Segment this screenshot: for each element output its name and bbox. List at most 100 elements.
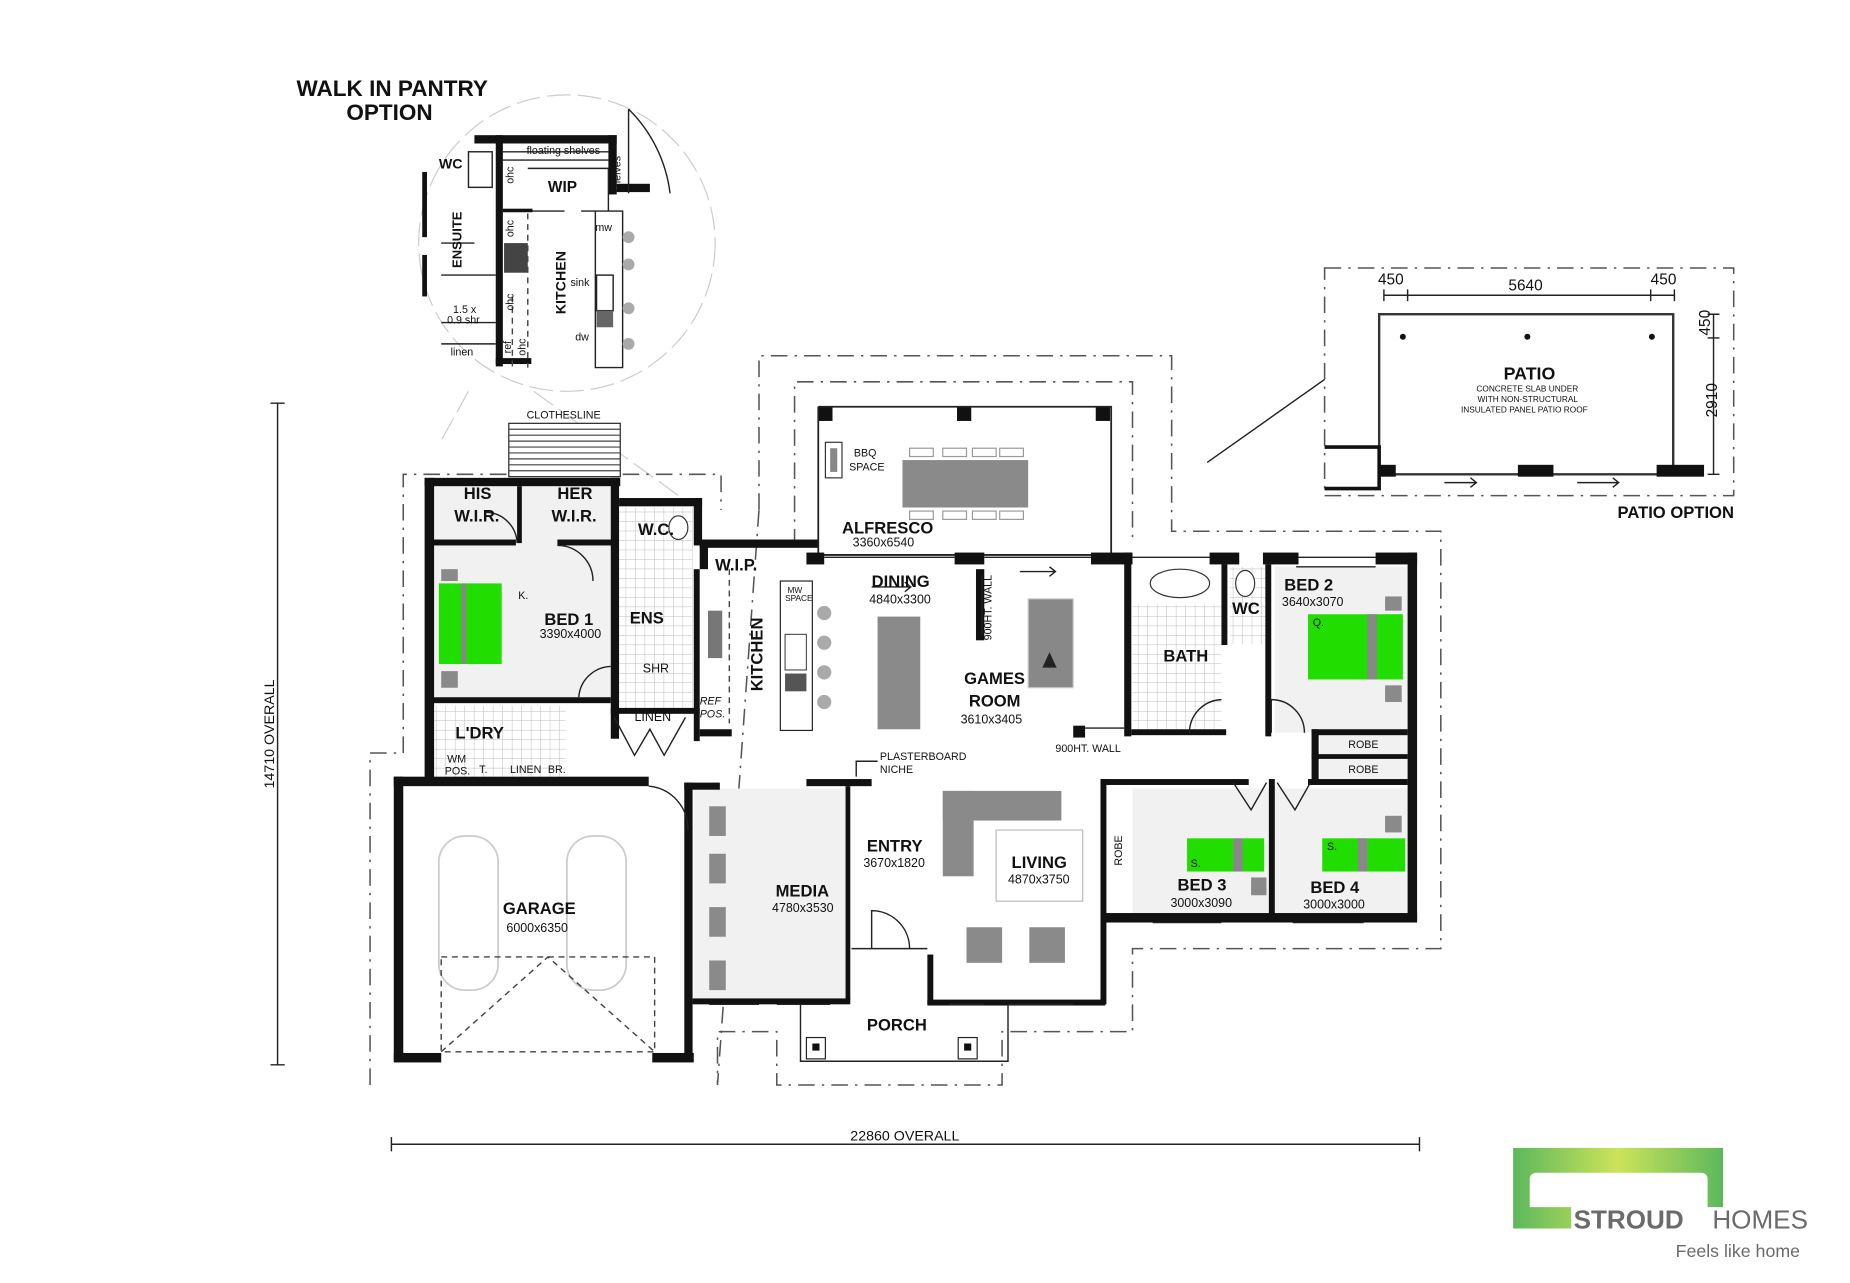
- patio-option: PATIO CONCRETE SLAB UNDER WITH NON-STRUC…: [1206, 267, 1735, 522]
- overall-width-label: 22860 OVERALL: [850, 1129, 959, 1145]
- bath-label: BATH: [1163, 647, 1208, 666]
- stroud-homes-logo: STROUD HOMES Feels like home: [1513, 1147, 1808, 1261]
- inset-ohc-label: ohc: [516, 338, 528, 356]
- bed4-dims: 3000x3000: [1303, 897, 1365, 911]
- living-label: LIVING: [1012, 853, 1067, 872]
- his-wir-label: HIS: [464, 484, 492, 503]
- clothesline-label: CLOTHESLINE: [527, 410, 601, 422]
- inset-ohc-label: ohc: [505, 166, 517, 184]
- wall-900-note-2: 900HT. WALL: [1055, 743, 1120, 755]
- ens-wc-label: W.C.: [638, 520, 674, 539]
- inset-linen-label: linen: [451, 347, 474, 359]
- bed4-label: BED 4: [1310, 878, 1360, 897]
- inset-sink-label: sink: [570, 277, 590, 289]
- walk-in-pantry-inset: WALK IN PANTRY OPTION WC ENSUITE WIP flo…: [297, 76, 716, 499]
- mw-space-label-2: SPACE: [785, 593, 813, 603]
- patio-dim-mid: 5640: [1508, 278, 1542, 295]
- inset-ohc-label: ohc: [505, 219, 517, 237]
- plasterboard-note-2: NICHE: [880, 764, 913, 776]
- media-dims: 4780x3530: [772, 901, 834, 915]
- wall-900-note: 900HT. WALL: [982, 575, 994, 640]
- patio-dim-vertical-main: 2910: [1704, 383, 1721, 417]
- bed4-size-label: S.: [1327, 841, 1337, 853]
- bed3-dims: 3000x3090: [1170, 896, 1232, 910]
- wm-pos-label-2: POS.: [445, 765, 470, 777]
- patio-desc-3: INSULATED PANEL PATIO ROOF: [1461, 405, 1588, 415]
- entry-dims: 3670x1820: [863, 856, 925, 870]
- kitchen-label: KITCHEN: [748, 618, 767, 692]
- robe-label-2: ROBE: [1348, 764, 1378, 776]
- walls: [393, 405, 1418, 1063]
- inset-title-line2: OPTION: [346, 100, 432, 125]
- patio-desc-1: CONCRETE SLAB UNDER: [1476, 383, 1578, 393]
- inset-floating-shelves-label: floating shelves: [527, 145, 600, 157]
- room-labels: HIS W.I.R. HER W.I.R. W.C. K. BED 1 3390…: [445, 448, 1379, 1035]
- logo-brand-bold: STROUD: [1574, 1204, 1684, 1234]
- logo-tagline: Feels like home: [1676, 1241, 1801, 1261]
- patio-dim-right: 450: [1651, 272, 1677, 289]
- logo-brand-light: HOMES: [1712, 1204, 1808, 1234]
- overall-dimensions: 14710 OVERALL 22860 OVERALL: [262, 402, 1421, 1152]
- inset-wip-label: WIP: [548, 179, 577, 196]
- patio-option-label: PATIO OPTION: [1617, 503, 1733, 522]
- ref-pos-label-2: POS.: [700, 708, 725, 720]
- laundry-linen-label: LINEN: [510, 764, 541, 776]
- inset-ensuite-label: ENSUITE: [449, 211, 464, 268]
- inset-wc-label: WC: [439, 156, 463, 172]
- shower-label: SHR: [643, 661, 669, 675]
- ens-label: ENS: [630, 609, 664, 628]
- bed2-label: BED 2: [1284, 576, 1333, 595]
- inset-kitchen-label: KITCHEN: [554, 251, 570, 314]
- patio-dim-vertical-top: 450: [1697, 310, 1714, 336]
- inset-shower-label-1: 1.5 x: [453, 304, 477, 316]
- alfresco-label: ALFRESCO: [842, 519, 933, 538]
- porch-label: PORCH: [867, 1015, 927, 1034]
- games-room-label-2: ROOM: [969, 692, 1021, 711]
- patio-title: PATIO: [1504, 363, 1556, 383]
- garage-label: GARAGE: [503, 899, 576, 918]
- living-dims: 4870x3750: [1008, 872, 1070, 886]
- dining-dims: 4840x3300: [869, 593, 931, 607]
- inset-ref-label: ref: [502, 341, 514, 353]
- games-room-label: GAMES: [964, 669, 1025, 688]
- bed1-dims: 3390x4000: [540, 627, 602, 641]
- beds: [438, 569, 1406, 896]
- inset-title-line1: WALK IN PANTRY: [297, 76, 488, 101]
- dining-label: DINING: [872, 572, 930, 591]
- robe-label-3: ROBE: [1113, 835, 1125, 865]
- inset-ohc-label: ohc: [505, 293, 517, 311]
- bed3-label: BED 3: [1178, 876, 1227, 895]
- her-wir-label-2: W.I.R.: [551, 507, 596, 526]
- entry-label: ENTRY: [867, 836, 923, 855]
- games-room-dims: 3610x3405: [961, 712, 1023, 726]
- her-wir-label: HER: [557, 484, 592, 503]
- bed3-size-label: S.: [1191, 858, 1201, 870]
- bbq-label: BBQ: [854, 448, 877, 460]
- broom-label: BR.: [548, 764, 566, 776]
- inset-shelves-label: shelves: [611, 156, 623, 192]
- plasterboard-note: PLASTERBOARD: [880, 751, 967, 763]
- robe-label: ROBE: [1348, 739, 1378, 751]
- media-label: MEDIA: [776, 881, 829, 900]
- tub-label: T.: [479, 764, 487, 776]
- bed1-size-label: K.: [518, 590, 528, 602]
- his-wir-label-2: W.I.R.: [454, 507, 499, 526]
- garage-dims: 6000x6350: [506, 921, 568, 935]
- inset-dw-label: dw: [575, 331, 589, 343]
- bed2-size-label: Q.: [1313, 617, 1324, 629]
- wip-label: W.I.P.: [715, 555, 757, 574]
- overall-height-label: 14710 OVERALL: [262, 679, 278, 788]
- inset-shower-label-2: 0.9 shr: [447, 315, 480, 327]
- ref-pos-label: REF: [700, 695, 723, 707]
- linen-label: LINEN: [634, 710, 671, 724]
- bed2-dims: 3640x3070: [1282, 595, 1344, 609]
- inset-mw-label: mw: [595, 222, 612, 234]
- wc-label: WC: [1232, 599, 1260, 618]
- main-floor-plan: CLOTHESLINE: [369, 354, 1442, 1086]
- laundry-label: L'DRY: [455, 724, 504, 743]
- wm-pos-label: WM: [447, 753, 466, 765]
- patio-dim-left: 450: [1378, 272, 1404, 289]
- mw-space-label: MW: [787, 585, 802, 595]
- patio-desc-2: WITH NON-STRUCTURAL: [1478, 394, 1579, 404]
